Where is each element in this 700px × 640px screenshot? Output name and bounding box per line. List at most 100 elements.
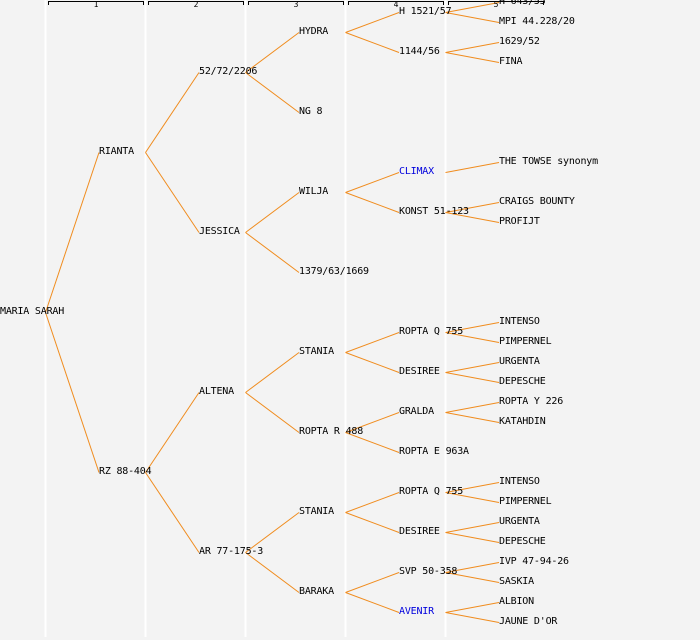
column-bracket [148, 1, 244, 5]
ancestor-link[interactable]: CLIMAX [399, 166, 434, 177]
branch-line [245, 72, 300, 113]
branch-line [345, 32, 400, 53]
column-number: 5 [493, 0, 499, 9]
branch-line [445, 562, 500, 573]
ancestor-name: NG 8 [299, 106, 323, 117]
ancestor-name: RZ 88-404 [99, 466, 152, 477]
branch-line [245, 232, 300, 273]
branch-line [345, 492, 400, 513]
branch-line [145, 72, 200, 153]
ancestor-name: KATAHDIN [499, 416, 546, 427]
ancestor-name: INTENSO [499, 476, 540, 487]
branch-line [345, 512, 400, 533]
ancestor-name: JAUNE D'OR [499, 616, 558, 627]
branch-line [345, 12, 400, 33]
branch-line [445, 42, 500, 53]
ancestor-name: GRALDA [399, 406, 434, 417]
ancestor-name: ALBION [499, 596, 534, 607]
branch-line [45, 152, 100, 313]
ancestor-name: SASKIA [499, 576, 534, 587]
ancestor-name: INTENSO [499, 316, 540, 327]
ancestor-name: JESSICA [199, 226, 240, 237]
branch-line [445, 372, 500, 383]
ancestor-name: HYDRA [299, 26, 329, 37]
branch-line [445, 322, 500, 333]
branch-line [445, 202, 500, 213]
branch-line [445, 522, 500, 533]
ancestor-name: STANIA [299, 346, 334, 357]
column-bracket [348, 1, 444, 5]
ancestor-name: DESIREE [399, 366, 440, 377]
ancestor-name: PIMPERNEL [499, 336, 552, 347]
ancestor-name: PROFIJT [499, 216, 540, 227]
ancestor-name: KONST 51-123 [399, 206, 469, 217]
branch-line [445, 602, 500, 613]
column-number: 1 [93, 0, 99, 9]
branch-line [145, 152, 200, 233]
branch-line [445, 52, 500, 63]
column-number: 3 [293, 0, 299, 9]
branch-line [445, 612, 500, 623]
ancestor-name: THE TOWSE synonym [499, 156, 598, 167]
branch-line [345, 432, 400, 453]
branch-line [345, 172, 400, 193]
branch-line [345, 192, 400, 213]
branch-line [445, 362, 500, 373]
branch-line [245, 352, 300, 393]
branch-line [445, 2, 500, 13]
branch-line [345, 332, 400, 353]
ancestor-name: RIANTA [99, 146, 134, 157]
ancestor-name: PIMPERNEL [499, 496, 552, 507]
ancestor-name: IVP 47-94-26 [499, 556, 569, 567]
ancestor-name: WILJA [299, 186, 329, 197]
ancestor-link[interactable]: AVENIR [399, 606, 434, 617]
branch-line [245, 32, 300, 73]
ancestor-name: AR 77-175-3 [199, 546, 264, 557]
column-number: 4 [393, 0, 399, 9]
branch-line [445, 482, 500, 493]
ancestor-name: FINA [499, 56, 523, 67]
branch-line [345, 572, 400, 593]
ancestor-name: 52/72/2206 [199, 66, 258, 77]
branch-line [345, 412, 400, 433]
branch-line [445, 412, 500, 423]
branch-line [445, 162, 500, 173]
ancestor-name: ROPTA R 488 [299, 426, 364, 437]
branch-line [245, 392, 300, 433]
branch-line [345, 592, 400, 613]
ancestor-name: URGENTA [499, 356, 540, 367]
root-name: MARIA SARAH [0, 306, 65, 317]
branch-line [445, 332, 500, 343]
ancestor-name: ROPTA E 963A [399, 446, 469, 457]
ancestor-name: BARAKA [299, 586, 334, 597]
ancestor-name: CRAIGS BOUNTY [499, 196, 575, 207]
branch-line [445, 12, 500, 23]
branch-line [145, 392, 200, 473]
ancestor-name: DEPESCHE [499, 536, 546, 547]
ancestor-name: ALTENA [199, 386, 234, 397]
branch-line [245, 512, 300, 553]
branch-line [445, 572, 500, 583]
branch-line [445, 212, 500, 223]
branch-line [245, 192, 300, 233]
ancestor-name: DEPESCHE [499, 376, 546, 387]
ancestor-name: ROPTA Q 755 [399, 326, 464, 337]
column-number: 2 [193, 0, 199, 9]
branch-line [145, 472, 200, 553]
ancestor-name: 1379/63/1669 [299, 266, 369, 277]
ancestor-name: MPI 44.228/20 [499, 16, 575, 27]
branch-line [45, 312, 100, 473]
ancestor-name: ROPTA Y 226 [499, 396, 564, 407]
ancestor-name: H 643/55 [499, 0, 546, 7]
ancestor-name: URGENTA [499, 516, 540, 527]
branch-line [445, 492, 500, 503]
ancestor-name: DESIREE [399, 526, 440, 537]
branch-line [345, 352, 400, 373]
column-bracket [48, 1, 144, 5]
ancestor-name: H 1521/57 [399, 6, 452, 17]
ancestor-name: 1144/56 [399, 46, 440, 57]
ancestor-name: 1629/52 [499, 36, 540, 47]
ancestor-name: STANIA [299, 506, 334, 517]
